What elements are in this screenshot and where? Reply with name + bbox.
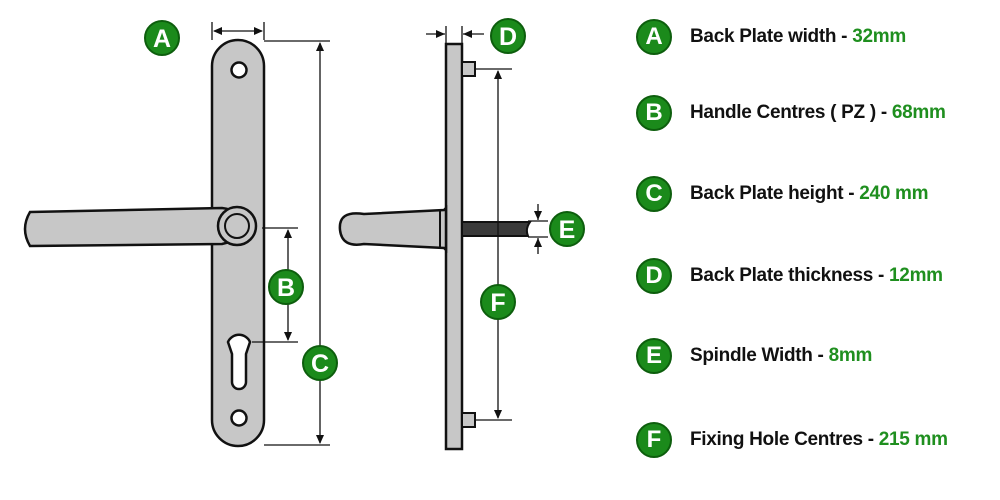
marker-f-label: F (490, 289, 505, 317)
legend-row-b: B Handle Centres ( PZ ) - 68mm (636, 91, 946, 135)
marker-a-label: A (153, 25, 171, 53)
legend-value-f: 215 mm (878, 429, 948, 450)
legend-label-b: Handle Centres ( PZ ) - (690, 102, 892, 123)
legend-value-b: 68mm (891, 102, 946, 123)
dim-d-arrow-right (463, 30, 472, 38)
legend-badge-e: E (636, 338, 672, 374)
dim-c-arrow-top (316, 42, 324, 51)
bottom-fixing-hole (230, 409, 248, 427)
marker-d-label: D (499, 23, 517, 51)
legend-value-a: 32mm (852, 26, 906, 47)
legend-label-f: Fixing Hole Centres - (690, 429, 879, 450)
dim-c-arrow-bottom (316, 435, 324, 444)
side-bottom-lug (461, 412, 476, 428)
marker-a: A (144, 20, 180, 56)
legend-row-a: A Back Plate width - 32mm (636, 15, 906, 59)
legend-label-a: Back Plate width - (690, 26, 853, 47)
dim-a-arrow-right (254, 27, 263, 35)
marker-b-label: B (277, 274, 295, 302)
marker-d: D (490, 18, 526, 54)
legend-row-f: F Fixing Hole Centres - 215 mm (636, 418, 948, 462)
legend-text-a: Back Plate width - 32mm (690, 26, 906, 48)
legend-text-b: Handle Centres ( PZ ) - 68mm (690, 102, 946, 124)
dim-b-arrow-bottom (284, 332, 292, 341)
legend-text-e: Spindle Width - 8mm (690, 345, 872, 367)
dim-a-arrow-left (213, 27, 222, 35)
legend-label-c: Back Plate height - (690, 183, 860, 204)
dim-e-arrow-top (534, 211, 542, 220)
top-fixing-hole (230, 61, 248, 79)
legend-value-d: 12mm (889, 265, 943, 286)
legend-badge-d: D (636, 258, 672, 294)
dim-b-arrow-top (284, 229, 292, 238)
marker-c-label: C (311, 350, 329, 378)
legend-label-d: Back Plate thickness - (690, 265, 890, 286)
dim-e-arrow-bottom (534, 238, 542, 247)
legend-text-c: Back Plate height - 240 mm (690, 183, 929, 205)
legend-row-e: E Spindle Width - 8mm (636, 334, 872, 378)
marker-c: C (302, 345, 338, 381)
legend-badge-a: A (636, 19, 672, 55)
legend-text-d: Back Plate thickness - 12mm (690, 265, 943, 287)
dim-f-arrow-bottom (494, 410, 502, 419)
legend-row-d: D Back Plate thickness - 12mm (636, 254, 943, 298)
marker-e: E (549, 211, 585, 247)
side-lever-handle (338, 204, 448, 254)
spindle (461, 221, 532, 237)
side-back-plate (444, 42, 464, 451)
marker-f: F (480, 284, 516, 320)
legend-label-e: Spindle Width - (690, 345, 829, 366)
legend-text-f: Fixing Hole Centres - 215 mm (690, 429, 948, 451)
marker-e-label: E (559, 216, 576, 244)
legend-value-c: 240 mm (859, 183, 929, 204)
legend-badge-f: F (636, 422, 672, 458)
legend-badge-b: B (636, 95, 672, 131)
dim-d-arrow-left (436, 30, 445, 38)
side-top-lug (461, 61, 476, 77)
legend-row-c: C Back Plate height - 240 mm (636, 172, 929, 216)
legend-badge-c: C (636, 176, 672, 212)
marker-b: B (268, 269, 304, 305)
cylinder-keyhole (226, 333, 252, 391)
dimensions-legend: A Back Plate width - 32mm B Handle Centr… (636, 0, 996, 500)
legend-value-e: 8mm (828, 345, 873, 366)
dim-f-arrow-top (494, 70, 502, 79)
lever-rose-inner (224, 213, 250, 239)
front-lever-handle (23, 206, 246, 248)
